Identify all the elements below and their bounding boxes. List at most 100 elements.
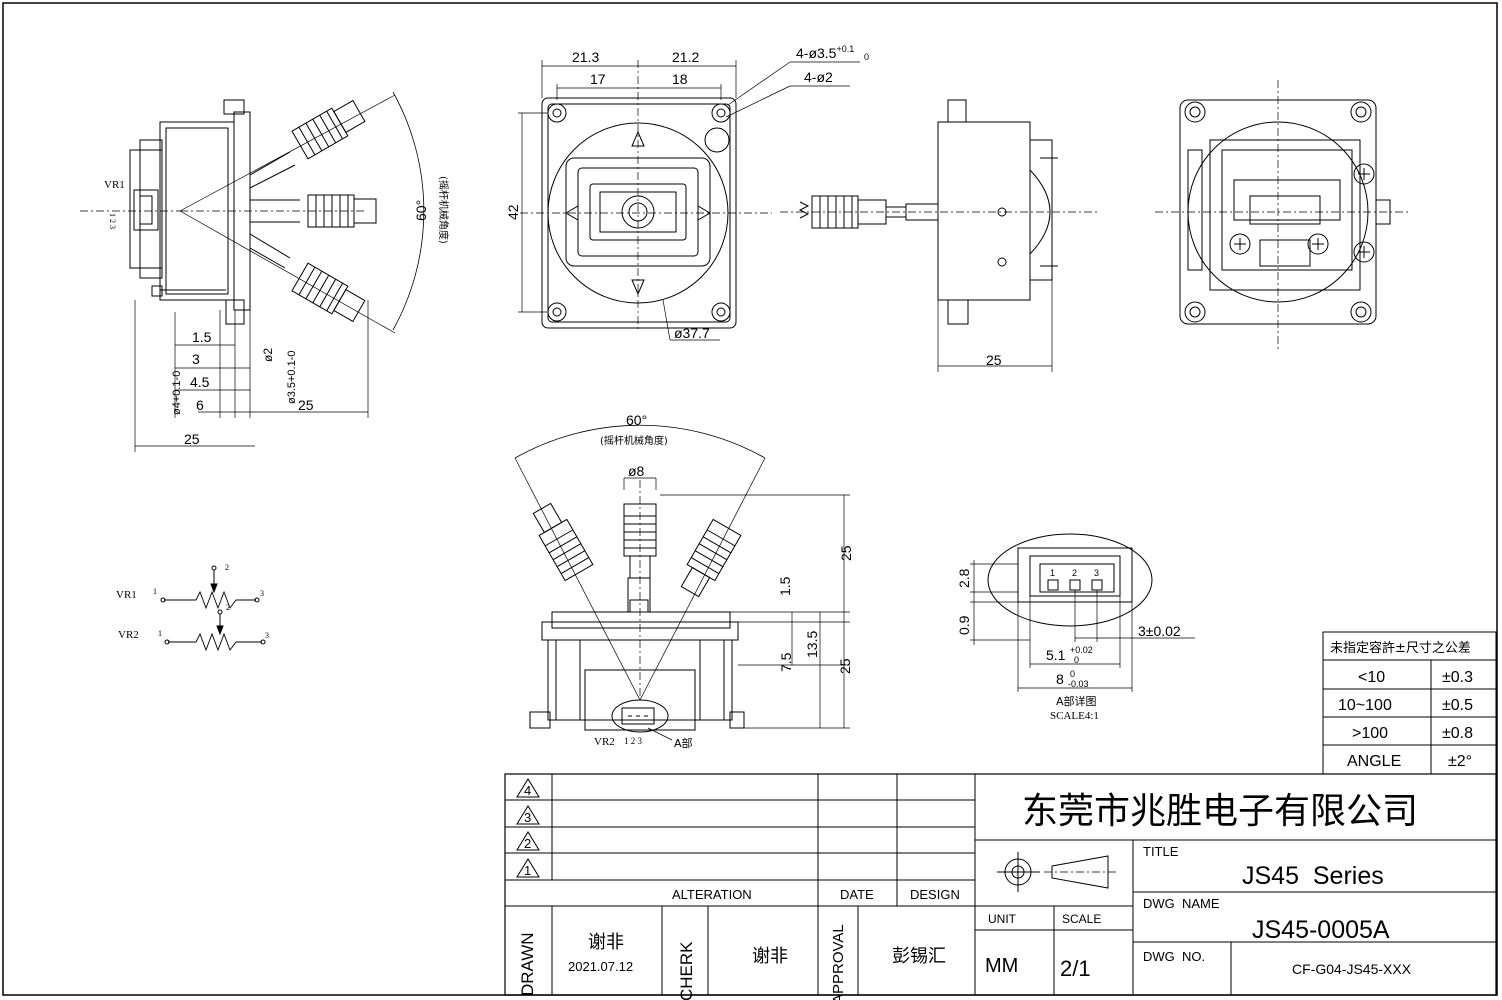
dim-4-5: 4.5 xyxy=(190,374,210,390)
dim-17: 17 xyxy=(590,71,606,87)
dim-25-bottom-right: 25 xyxy=(837,658,853,674)
schematic-vr2-p2: 2 xyxy=(226,603,230,612)
approval-label: APPROVAL xyxy=(830,924,847,1000)
dim-2-8: 2.8 xyxy=(956,568,972,588)
drawn-date: 2021.07.12 xyxy=(568,959,633,974)
bottom-angle-note: (摇杆机械角度) xyxy=(600,434,668,447)
back-view xyxy=(1155,80,1410,350)
dim-holes-a: 4-ø3.5+0.1 xyxy=(796,44,854,61)
rev-3: 3 xyxy=(524,810,531,825)
unit-value: MM xyxy=(985,955,1018,977)
company-name: 东莞市兆胜电子有限公司 xyxy=(1022,791,1418,832)
detail-pin-3: 3 xyxy=(1094,568,1099,578)
tolerance-header: 未指定容許±尺寸之公差 xyxy=(1330,640,1471,656)
title-value: JS45 Series xyxy=(1242,862,1384,890)
dim-8-low: -0.03 xyxy=(1068,679,1089,689)
holes-a-tol-up: +0.1 xyxy=(836,44,854,54)
detail-a: 2.8 0.9 3±0.02 5.1 +0.02 0 8 0 -0.03 1 2… xyxy=(956,533,1195,722)
design-header: DESIGN xyxy=(910,887,960,902)
tol-value-2: ±0.5 xyxy=(1442,697,1473,714)
rev-2: 2 xyxy=(524,836,531,851)
tol-range-4: ANGLE xyxy=(1347,753,1401,770)
title-block: 4 3 2 1 ALTERATION DATE DESIGN DRAWN 谢非 … xyxy=(504,773,1497,1000)
left-view: VR1 1 2 3 60° (摇杆机械角度) 1.5 3 4.5 6 25 25… xyxy=(80,91,450,452)
schematic-vr1-p3: 3 xyxy=(260,589,264,598)
dim-3-tol: 3±0.02 xyxy=(1138,623,1181,639)
tol-range-1: <10 xyxy=(1358,669,1385,686)
unit-label: UNIT xyxy=(988,912,1017,926)
vr2-pins: 1 2 3 xyxy=(624,736,643,746)
dwg-no-label: DWG NO. xyxy=(1143,949,1205,964)
tol-range-2: 10~100 xyxy=(1338,697,1392,714)
alteration-header: ALTERATION xyxy=(672,887,752,902)
dim-0-9: 0.9 xyxy=(956,615,972,635)
holes-a-main: 4-ø3.5 xyxy=(796,45,837,61)
dim-dia4: ø4+0.1-0 xyxy=(171,371,183,415)
dim-3: 3 xyxy=(192,351,200,367)
bottom-view: 60° (摇杆机械角度) ø8 25 1.5 7.5 13.5 25 VR2 1… xyxy=(514,412,854,750)
detail-pin-1: 1 xyxy=(1050,568,1055,578)
dim-dia3-5: ø3.5+0.1-0 xyxy=(286,350,298,404)
detail-caption: A部详图 xyxy=(1056,694,1097,708)
dwg-no-value: CF-G04-JS45-XXX xyxy=(1292,961,1412,977)
dim-25-bottom: 25 xyxy=(184,431,200,447)
schematic-vr1: VR1 xyxy=(116,589,137,601)
dim-25-right: 25 xyxy=(298,397,314,413)
detail-scale: SCALE4:1 xyxy=(1050,710,1099,722)
dim-7-5: 7.5 xyxy=(778,652,794,672)
dim-5-1-low: 0 xyxy=(1074,655,1079,665)
tolerance-table: 未指定容許±尺寸之公差 <10 ±0.3 10~100 ±0.5 >100 ±0… xyxy=(1322,631,1497,775)
dim-holes-a-low: 0 xyxy=(864,52,869,62)
tol-value-1: ±0.3 xyxy=(1442,669,1473,686)
approval-name: 彭锡汇 xyxy=(892,946,946,967)
detail-a-ref: A部 xyxy=(674,736,693,750)
dim-5-1-up: +0.02 xyxy=(1070,645,1093,655)
dwg-name-label: DWG NAME xyxy=(1143,896,1220,911)
detail-pin-2: 2 xyxy=(1072,568,1077,578)
dim-dia8: ø8 xyxy=(628,463,645,479)
title-label: TITLE xyxy=(1143,844,1179,859)
check-name: 谢非 xyxy=(752,946,788,967)
tol-value-3: ±0.8 xyxy=(1442,725,1473,742)
side-view: 25 xyxy=(780,99,1100,372)
schematic-vr2-p1: 1 xyxy=(158,629,162,638)
scale-label: SCALE xyxy=(1062,912,1101,926)
dim-8: 8 xyxy=(1056,671,1064,687)
schematic-vr1-p2: 2 xyxy=(225,563,229,572)
dim-25-side: 25 xyxy=(986,352,1002,368)
front-view: 21.3 21.2 17 18 42 4-ø3.5+0.1 0 4-ø2 ø37… xyxy=(505,44,869,341)
drawn-name: 谢非 xyxy=(588,932,624,953)
dim-25-top: 25 xyxy=(838,545,854,561)
dim-21-2: 21.2 xyxy=(672,49,699,65)
dim-5-1: 5.1 xyxy=(1046,647,1066,663)
vr2-label: VR2 xyxy=(594,736,615,748)
dim-18: 18 xyxy=(672,71,688,87)
dim-1-5-bottom: 1.5 xyxy=(777,576,793,596)
dim-holes-b: 4-ø2 xyxy=(804,69,833,85)
angle-60-label: 60° xyxy=(413,200,429,221)
angle-note: (摇杆机械角度) xyxy=(437,176,450,244)
dim-1-5: 1.5 xyxy=(192,329,212,345)
dim-42: 42 xyxy=(505,204,521,220)
dim-8-up: 0 xyxy=(1070,669,1075,679)
dim-13-5: 13.5 xyxy=(804,631,820,658)
vr1-pins: 1 2 3 xyxy=(108,213,117,229)
schematic-vr1-p1: 1 xyxy=(153,587,157,596)
check-label: CHERK xyxy=(677,941,696,1000)
drawn-label: DRAWN xyxy=(518,932,537,996)
bottom-angle-60: 60° xyxy=(626,412,647,428)
scale-value: 2/1 xyxy=(1060,956,1091,981)
dim-21-3: 21.3 xyxy=(572,49,599,65)
vr1-label: VR1 xyxy=(104,179,125,191)
rev-4: 4 xyxy=(524,783,531,798)
tol-value-4: ±2° xyxy=(1448,753,1472,770)
schematic-vr2-p3: 3 xyxy=(265,631,269,640)
tol-range-3: >100 xyxy=(1352,725,1388,742)
schematic: VR1 VR2 1 2 3 1 2 3 xyxy=(116,563,269,652)
date-header: DATE xyxy=(840,887,874,902)
rev-1: 1 xyxy=(524,863,531,878)
dwg-name-value: JS45-0005A xyxy=(1252,916,1390,944)
dim-6: 6 xyxy=(196,397,204,413)
